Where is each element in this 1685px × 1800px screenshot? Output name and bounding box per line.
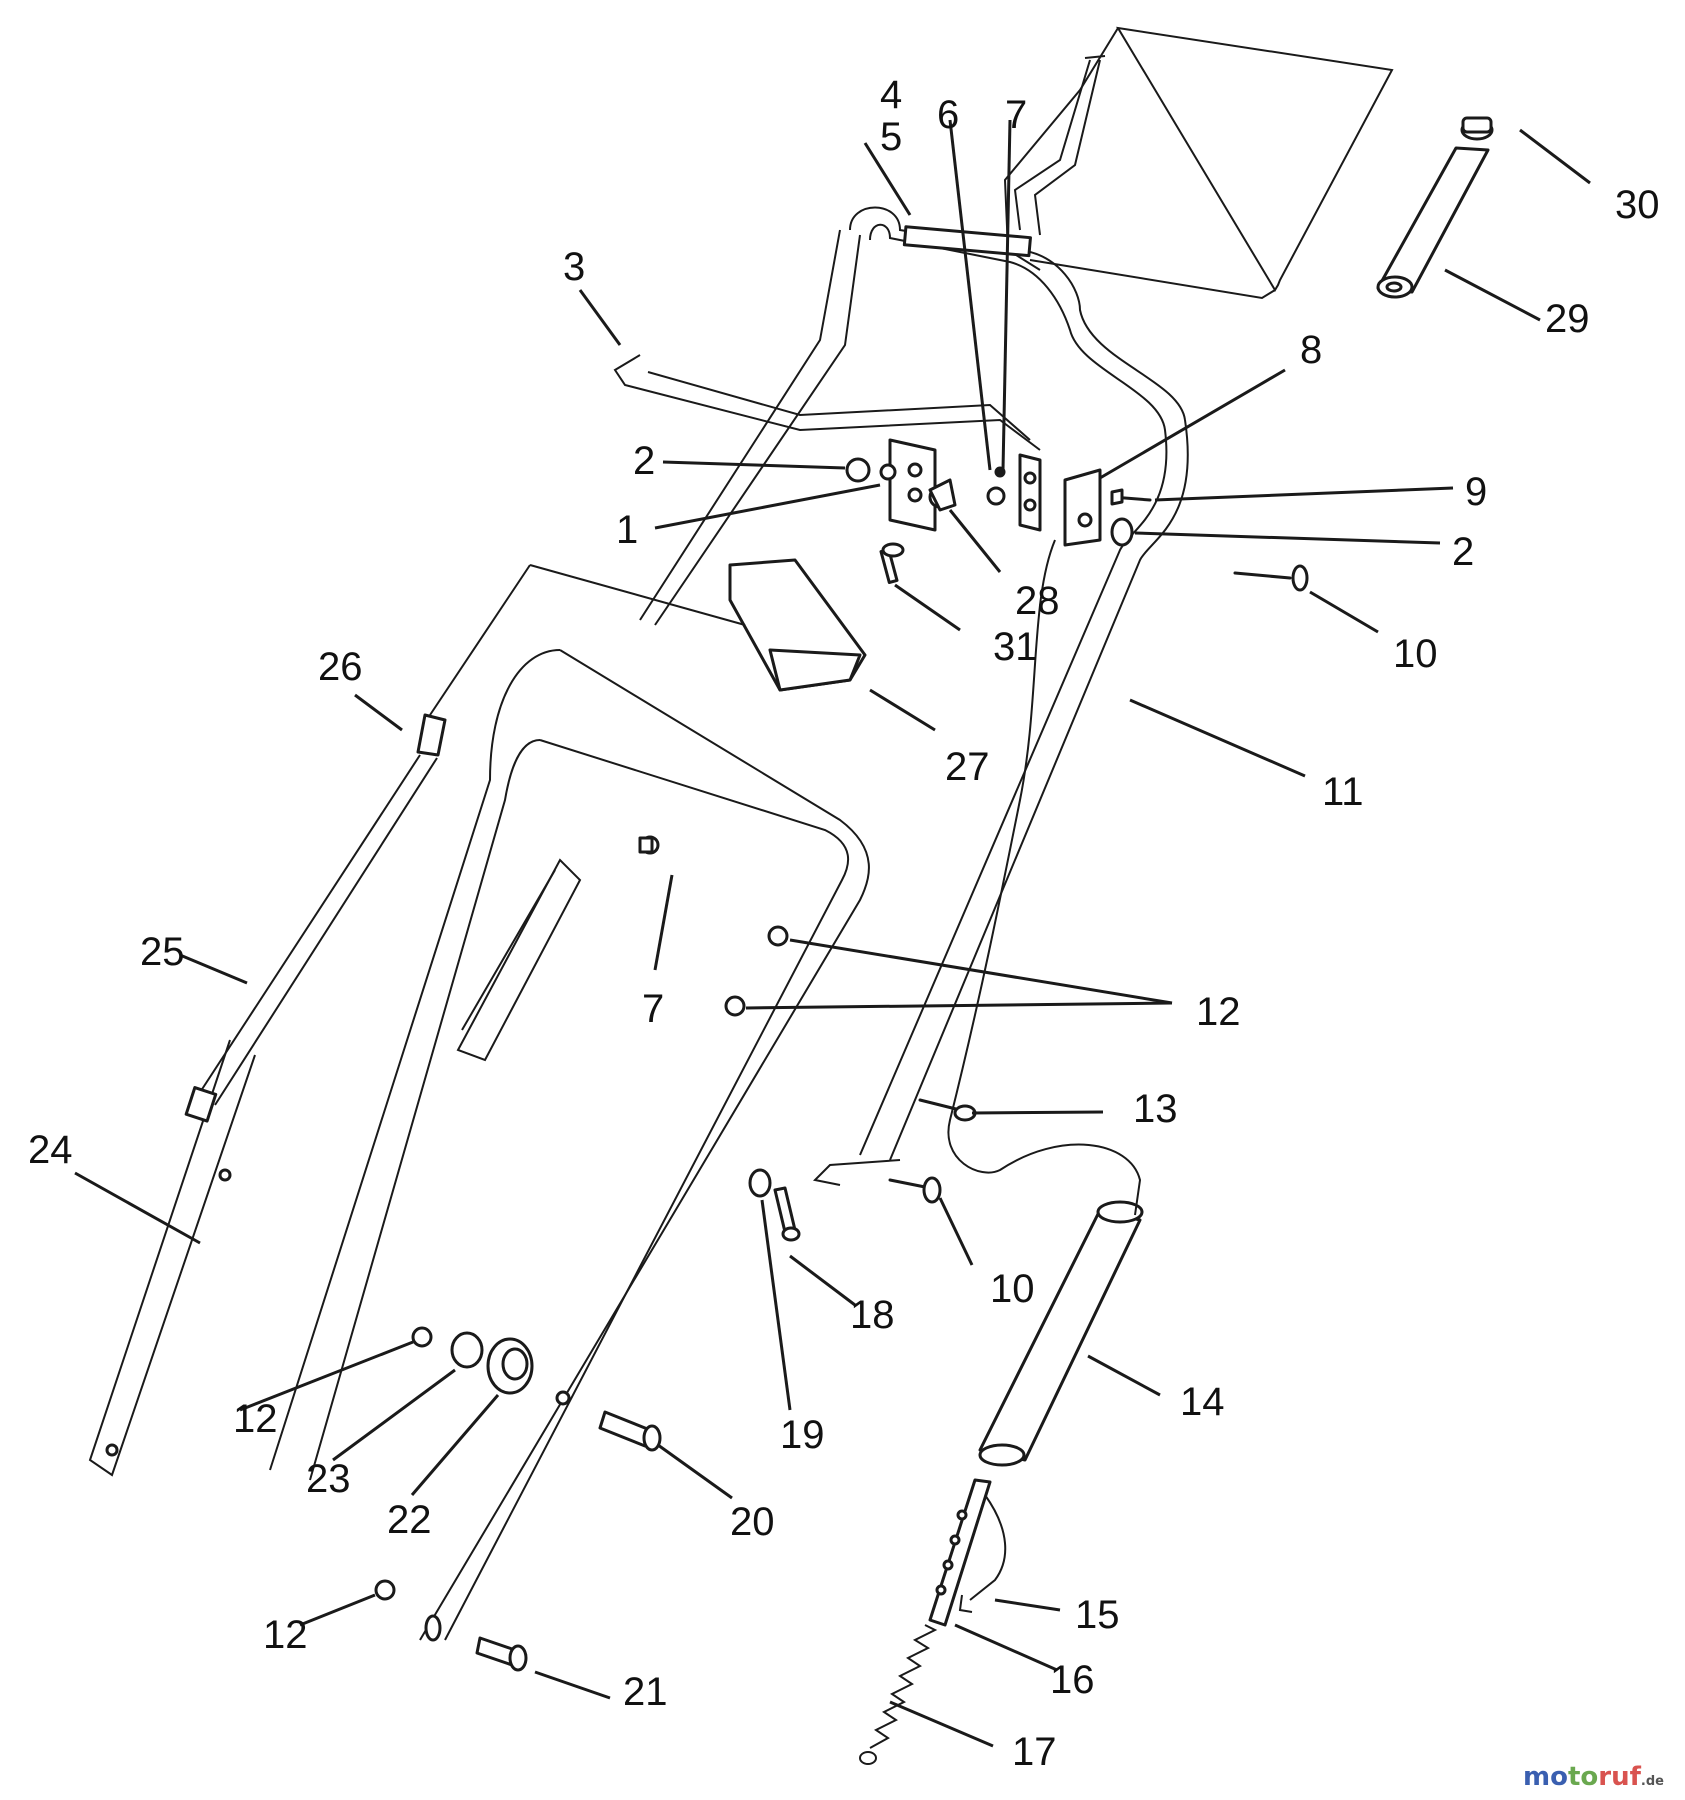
bolt-10-upper [1233,564,1309,592]
bolt-7-mid [638,836,654,854]
decal-panel [1116,26,1394,292]
wheel-assembly [411,1326,662,1452]
callout-7: 7 [1005,93,1027,137]
watermark-tld: .de [1641,1774,1664,1789]
parts-drawing [88,26,1494,1765]
watermark-logo: motoruf.de [1523,1762,1664,1792]
bolt-10-lower [888,1176,942,1204]
callout-14: 14 [1180,1380,1225,1424]
watermark-to: to [1568,1762,1598,1792]
callout-19: 19 [780,1413,825,1457]
callout-23: 23 [306,1457,351,1501]
callout-3: 3 [563,245,585,289]
callout-15: 15 [1075,1593,1120,1637]
callout-27: 27 [945,745,990,789]
mount-block [728,542,905,692]
callout-20: 20 [730,1500,775,1544]
height-adjust-bracket [928,1478,1007,1627]
upper-handle-tube [639,206,1189,1161]
callout-26: 26 [318,645,363,689]
callout-1: 1 [616,508,638,552]
callout-2: 2 [1452,530,1474,574]
callout-11: 11 [1322,770,1364,814]
grip-sleeve [1376,116,1494,299]
control-cable [947,539,1142,1216]
callout-12: 12 [233,1397,278,1441]
bolt-13 [918,1098,977,1122]
leader-lines [74,119,1591,1748]
callout-22: 22 [387,1498,432,1542]
svg-text:motoruf.de: motoruf.de [1523,1762,1664,1792]
callout-9: 9 [1465,470,1487,514]
watermark-mo: mo [1523,1762,1568,1792]
callout-25: 25 [140,930,185,974]
middle-handle [269,649,870,1641]
watermark-ruf: ruf [1598,1762,1641,1792]
callout-2: 2 [633,439,655,483]
callout-16: 16 [1050,1658,1095,1702]
cable-bracket [1063,468,1152,547]
callout-12: 12 [1196,990,1241,1034]
callout-6: 6 [937,93,959,137]
decal-panel-edge [1003,27,1119,271]
control-bar [613,354,1041,451]
spring [859,1624,938,1765]
callout-10: 10 [990,1267,1035,1311]
operator-bail [902,55,1106,258]
washer-19-bolt-18 [748,1168,801,1242]
callout-13: 13 [1133,1087,1178,1131]
callout-5: 5 [880,115,902,159]
callout-7: 7 [642,987,664,1031]
clip-28 [928,478,957,512]
callout-29: 29 [1545,297,1590,341]
callout-31: 31 [993,625,1038,669]
callout-21: 21 [623,1670,668,1714]
adjuster-rod [184,564,746,1123]
callout-17: 17 [1012,1730,1057,1774]
decal-panel-bottom [1029,259,1276,300]
callout-24: 24 [28,1128,73,1172]
lower-right-tube [812,1159,1144,1467]
callout-8: 8 [1300,328,1322,372]
callout-4: 4 [880,73,902,117]
callout-28: 28 [1015,579,1060,623]
callout-10: 10 [1393,632,1438,676]
bottom-hardware [374,1579,528,1672]
callout-labels: 1 2 2 3 4 5 6 7 7 8 9 10 10 11 12 12 12 … [28,73,1660,1774]
lower-left-tube [88,1039,256,1477]
callout-12: 12 [263,1613,308,1657]
callout-30: 30 [1615,183,1660,227]
washer-2-right [1110,517,1134,547]
callout-18: 18 [850,1293,895,1337]
